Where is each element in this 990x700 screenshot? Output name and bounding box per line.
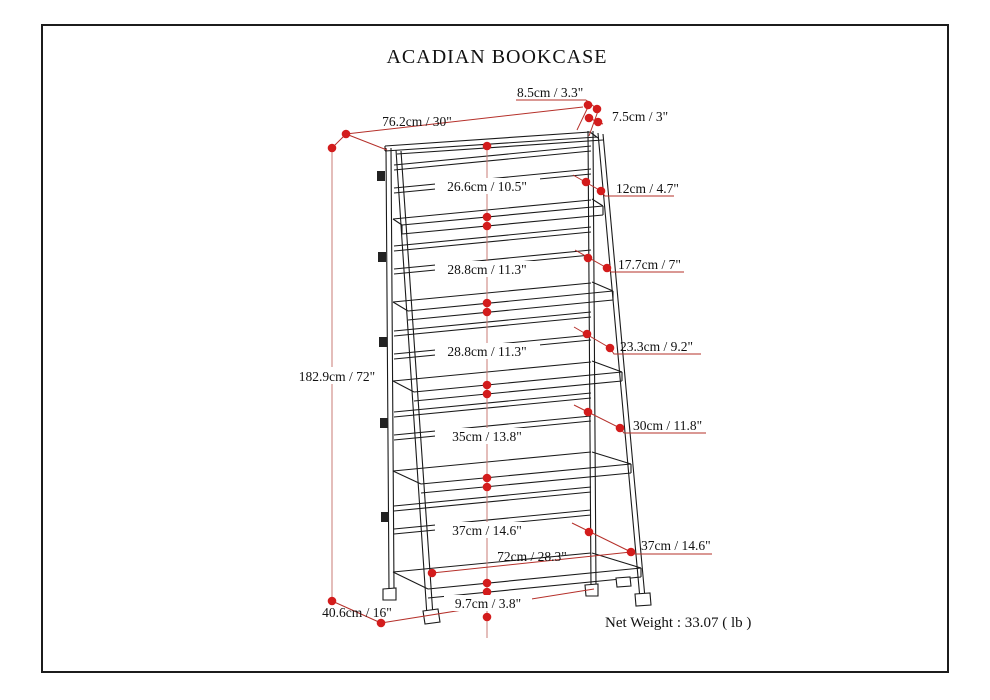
dim-shelf-width-label: 72cm / 28.3": [497, 549, 567, 564]
dim-shelf-depth-4-label: 30cm / 11.8": [633, 418, 702, 433]
dim-base-depth-label: 40.6cm / 16": [322, 605, 392, 620]
dimension-dots: [327, 100, 636, 628]
dim-shelf-depth-3-label: 23.3cm / 9.2": [620, 339, 693, 354]
net-weight-label: Net Weight : 33.07 ( lb ): [605, 615, 751, 631]
dim-overall-width-label: 76.2cm / 30": [382, 114, 452, 129]
label-gap: [435, 343, 540, 359]
dim-section-4-label: 35cm / 13.8": [452, 429, 522, 444]
label-gap: [298, 367, 378, 384]
dim-shelf-depth-5-label: 37cm / 14.6": [641, 538, 711, 553]
page-title: ACADIAN BOOKCASE: [386, 46, 607, 68]
bookcase-drawing: [377, 130, 652, 625]
dimension-long-lines: [331, 146, 488, 638]
dim-top-cap-depth-label: 8.5cm / 3.3": [517, 85, 583, 100]
bookcase-shelves: [392, 198, 642, 599]
dim-section-2-label: 28.8cm / 11.3": [447, 262, 526, 277]
dim-shelf-depth-1-label: 12cm / 4.7": [616, 181, 679, 196]
bookcase-top-cap: [384, 131, 604, 155]
label-gap: [435, 522, 540, 538]
label-gap: [435, 428, 540, 444]
page-border: [41, 24, 949, 673]
dim-section-5-label: 37cm / 14.6": [452, 523, 522, 538]
dim-section-3-label: 28.8cm / 11.3": [447, 344, 526, 359]
dim-overall-height-label: 182.9cm / 72": [299, 369, 375, 384]
dim-top-frame-depth-label: 7.5cm / 3": [612, 109, 668, 124]
label-gap: [444, 595, 532, 611]
dim-section-1-label: 26.6cm / 10.5": [447, 179, 527, 194]
dimension-annotations: 76.2cm / 30" 8.5cm / 3.3" 7.5cm / 3" 182…: [298, 85, 712, 638]
label-gap: [435, 261, 540, 277]
label-gap: [435, 178, 540, 194]
side-rail-marks: [377, 171, 389, 522]
dim-bottom-clearance-label: 9.7cm / 3.8": [455, 596, 521, 611]
dim-shelf-depth-2-label: 17.7cm / 7": [618, 257, 681, 272]
bookcase-legs: [385, 130, 646, 617]
bookcase-feet: [382, 576, 652, 625]
